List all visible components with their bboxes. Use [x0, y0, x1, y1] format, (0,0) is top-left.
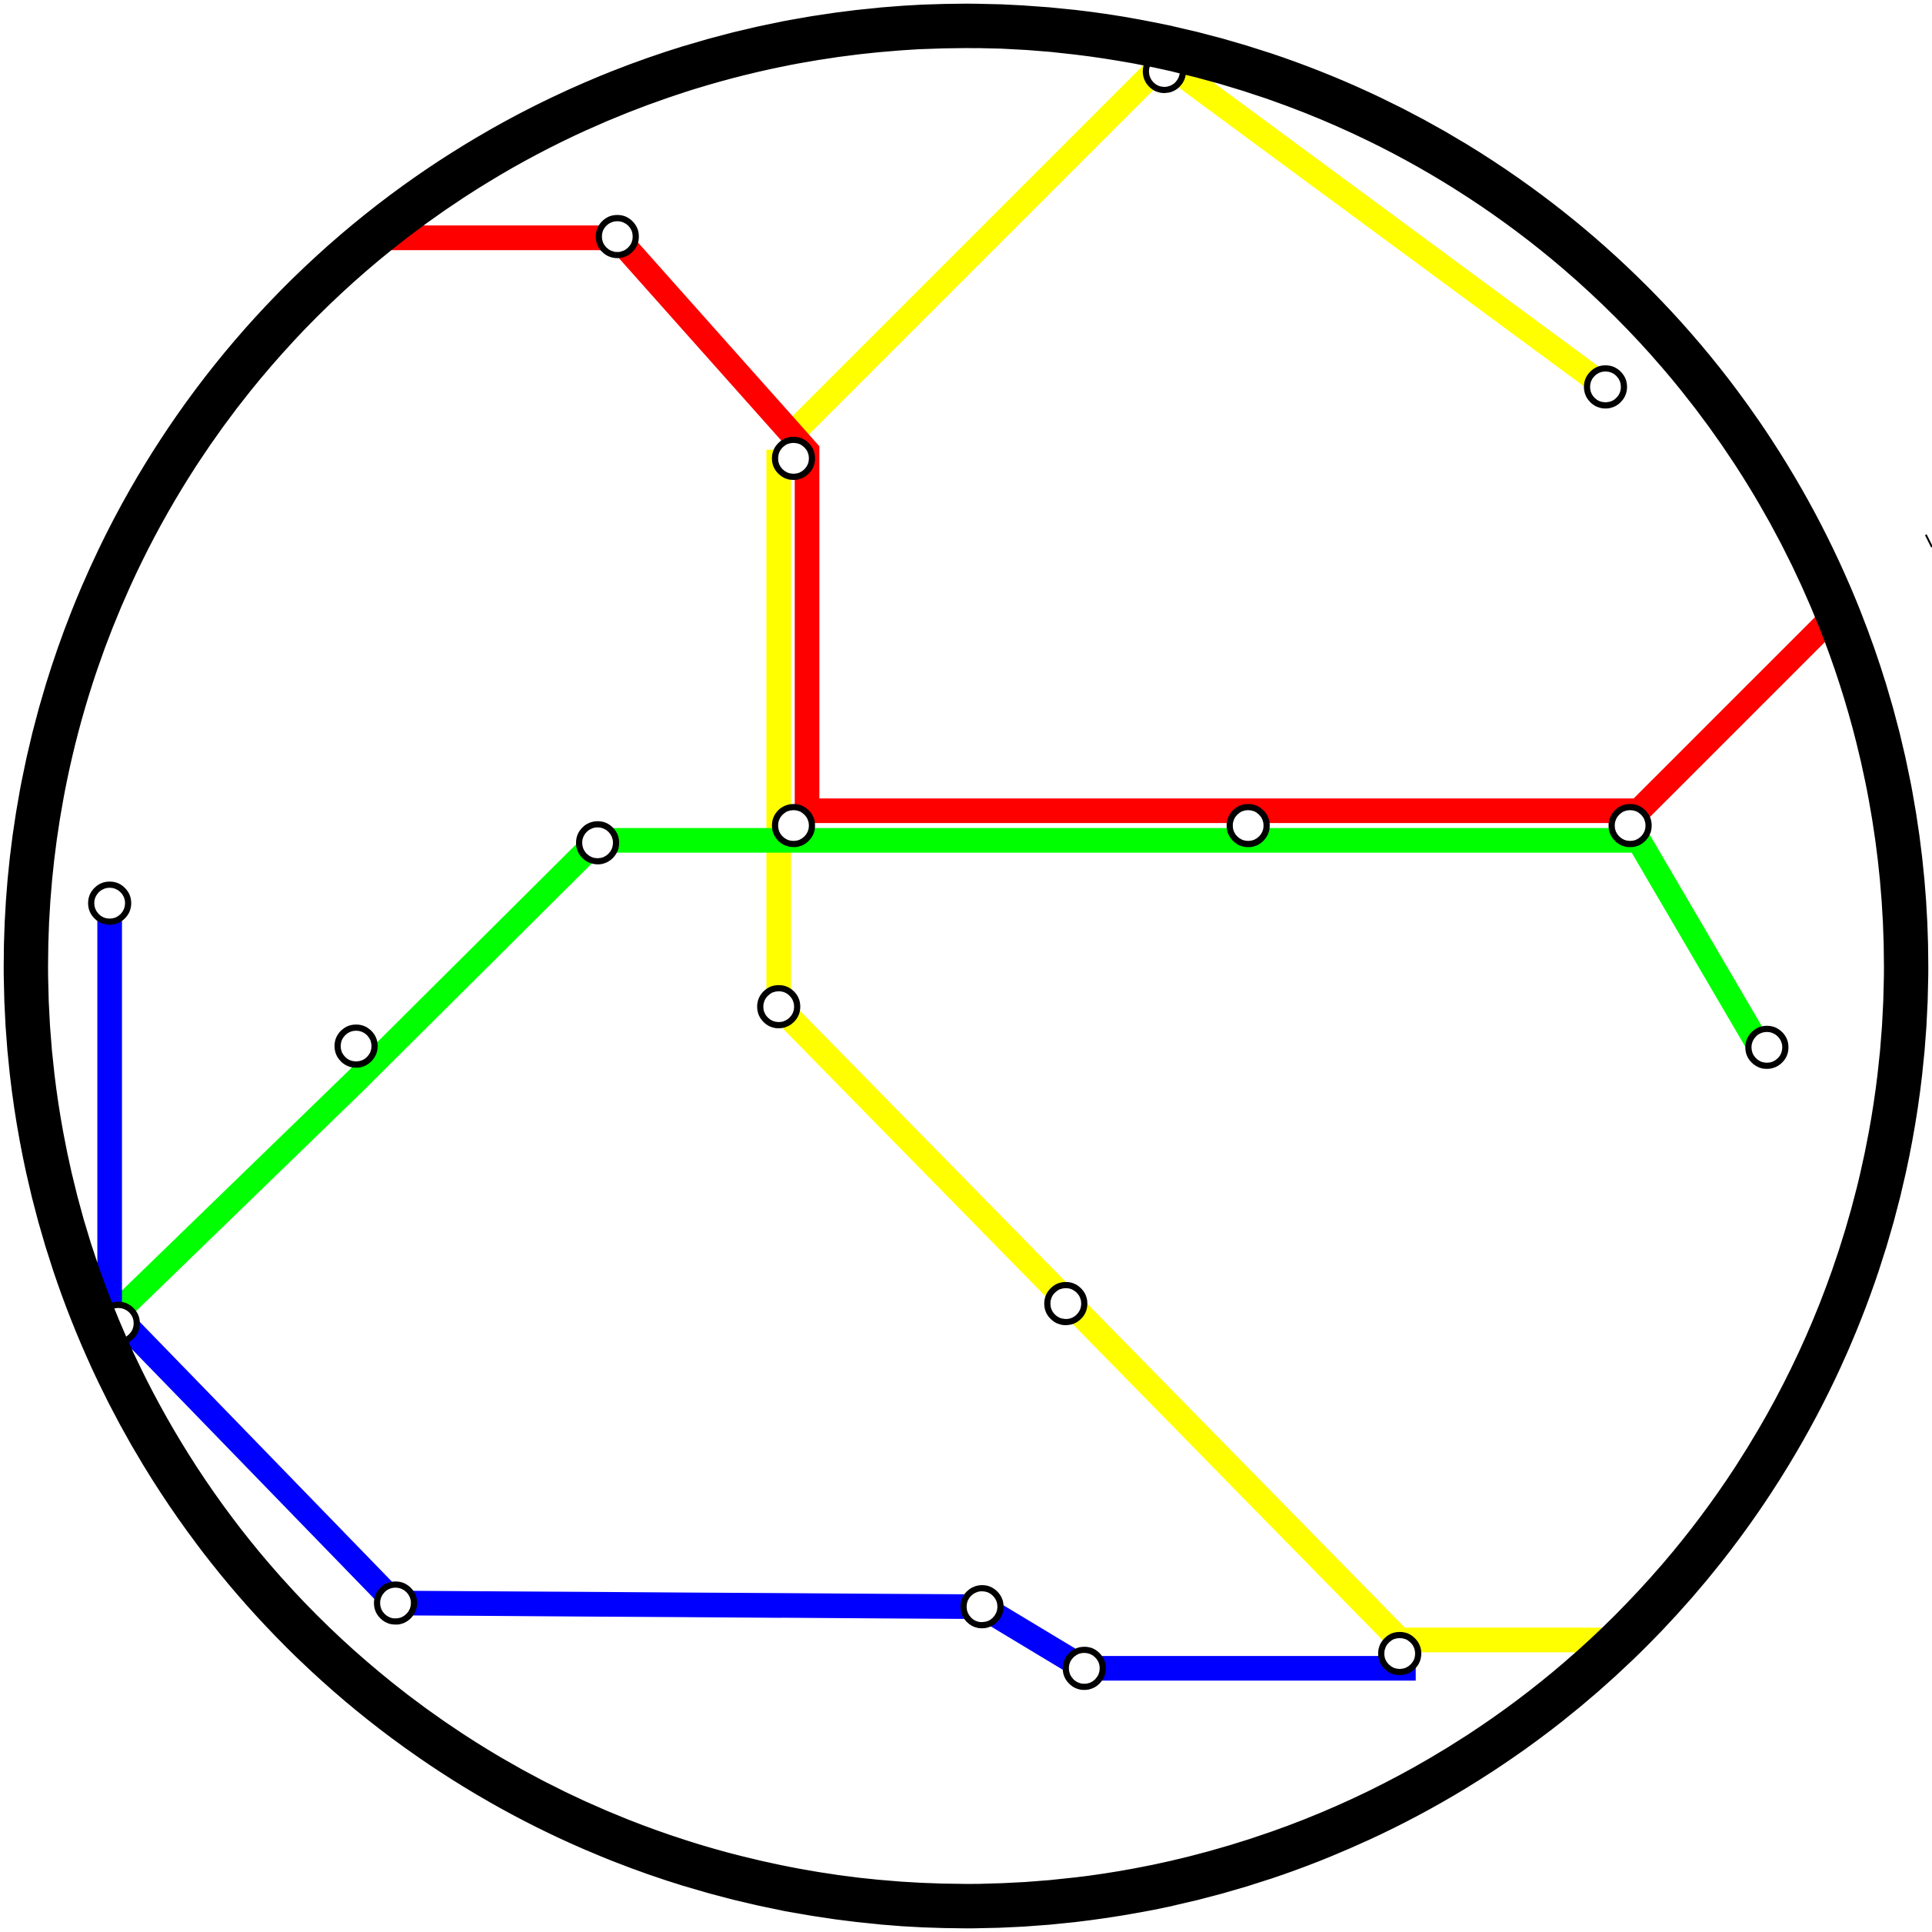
station-yellow-northeast[interactable]: [1584, 365, 1627, 409]
station-yellow-southeast[interactable]: [1377, 1631, 1421, 1675]
station-red-yellow-interchange[interactable]: [771, 436, 815, 480]
station-central-interchange[interactable]: [771, 804, 815, 848]
station-east-interchange[interactable]: [1608, 804, 1652, 848]
yellow-line-trunk: [766, 449, 1614, 1653]
blue-line-route: [97, 903, 1416, 1681]
green-line-route: [102, 828, 1777, 1327]
station-green-southwest[interactable]: [334, 1024, 378, 1068]
station-yellow-south[interactable]: [757, 984, 801, 1028]
station-red-green-middle[interactable]: [1226, 804, 1270, 848]
station-blue-east[interactable]: [1062, 1647, 1106, 1690]
station-blue-north-terminus[interactable]: [88, 881, 132, 925]
edge-tick-mark: [1924, 534, 1932, 548]
yellow-line-upper-branch: [785, 45, 1613, 441]
line-layer: [97, 45, 1857, 1681]
station-yellow-middle[interactable]: [1044, 1281, 1088, 1325]
station-green-east-terminus[interactable]: [1745, 1025, 1789, 1069]
station-blue-middle[interactable]: [960, 1585, 1004, 1629]
red-line-route: [369, 225, 1857, 824]
red-line: [369, 225, 1857, 824]
green-line: [102, 828, 1777, 1327]
station-blue-west[interactable]: [374, 1581, 418, 1625]
blue-line: [97, 903, 1416, 1681]
station-red-west[interactable]: [595, 215, 639, 258]
station-green-west[interactable]: [575, 821, 620, 864]
boundary-ring: [3, 3, 1929, 1929]
